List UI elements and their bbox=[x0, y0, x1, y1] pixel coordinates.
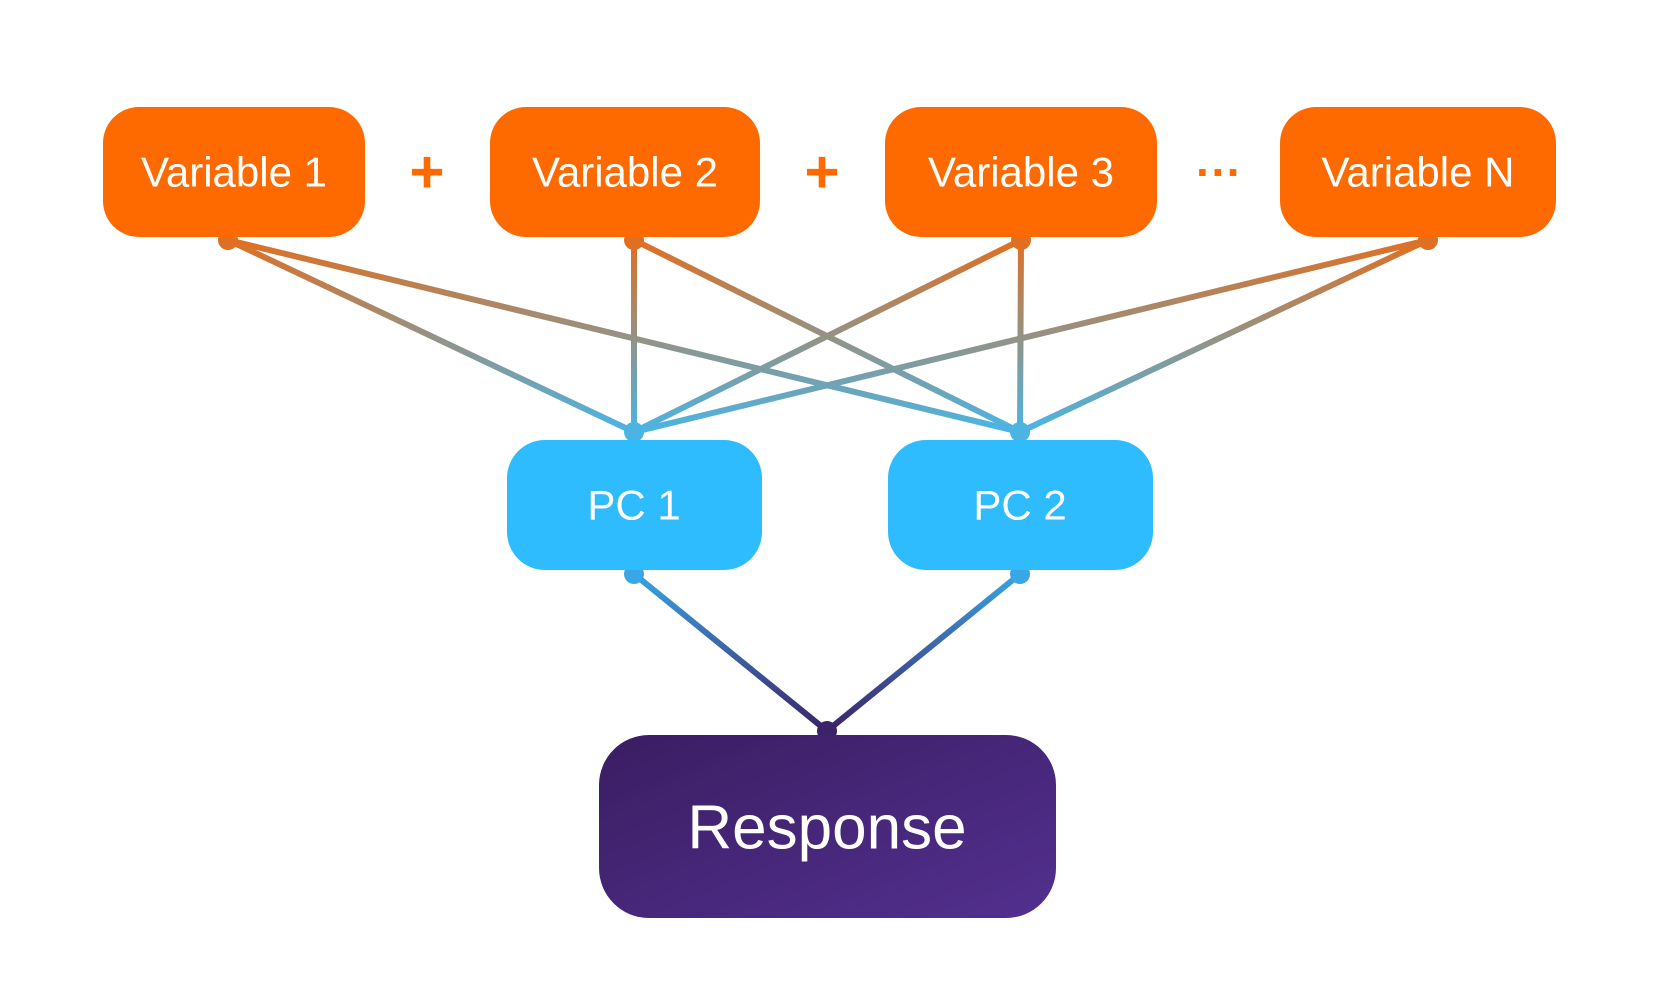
edge-vn-to-pc1 bbox=[631, 237, 1431, 435]
variable-node-n-box bbox=[1280, 107, 1556, 237]
plus-operator-2: + bbox=[804, 139, 839, 206]
variable-node-1-label: Variable 1 bbox=[141, 149, 327, 196]
connector-dot bbox=[624, 422, 644, 442]
variable-node-1[interactable]: Variable 1 bbox=[103, 107, 365, 237]
connections bbox=[225, 237, 1431, 734]
variable-node-3-box bbox=[885, 107, 1157, 237]
pc-node-1[interactable]: PC 1 bbox=[507, 440, 762, 570]
response-node-label: Response bbox=[687, 794, 966, 863]
edge-pc2-to-response bbox=[824, 571, 1023, 734]
variable-node-2[interactable]: Variable 2 bbox=[490, 107, 760, 237]
edge-v3-to-pc1 bbox=[631, 237, 1024, 435]
ellipsis-operator: ··· bbox=[1196, 146, 1242, 198]
edge-v1-to-pc1 bbox=[225, 237, 637, 435]
pc-node-2[interactable]: PC 2 bbox=[888, 440, 1153, 570]
variable-node-1-box bbox=[103, 107, 365, 237]
edge-vn-to-pc2 bbox=[1017, 237, 1431, 435]
connector-dots bbox=[218, 230, 1438, 741]
variable-node-3[interactable]: Variable 3 bbox=[885, 107, 1157, 237]
response-node-box bbox=[599, 735, 1056, 918]
variable-node-2-label: Variable 2 bbox=[532, 149, 718, 196]
variable-node-n[interactable]: Variable N bbox=[1280, 107, 1556, 237]
connector-dot bbox=[1010, 422, 1030, 442]
pc-node-1-box bbox=[507, 440, 762, 570]
edge-v1-to-pc2 bbox=[225, 237, 1023, 435]
variable-node-2-box bbox=[490, 107, 760, 237]
variable-node-3-label: Variable 3 bbox=[928, 149, 1114, 196]
response-node[interactable]: Response bbox=[599, 735, 1056, 918]
pc-node-2-label: PC 2 bbox=[973, 482, 1066, 529]
pc-node-1-label: PC 1 bbox=[587, 482, 680, 529]
pc-node-2-box bbox=[888, 440, 1153, 570]
variable-node-n-label: Variable N bbox=[1322, 149, 1515, 196]
plus-operator-1: + bbox=[409, 139, 444, 206]
edge-pc1-to-response bbox=[631, 571, 830, 734]
